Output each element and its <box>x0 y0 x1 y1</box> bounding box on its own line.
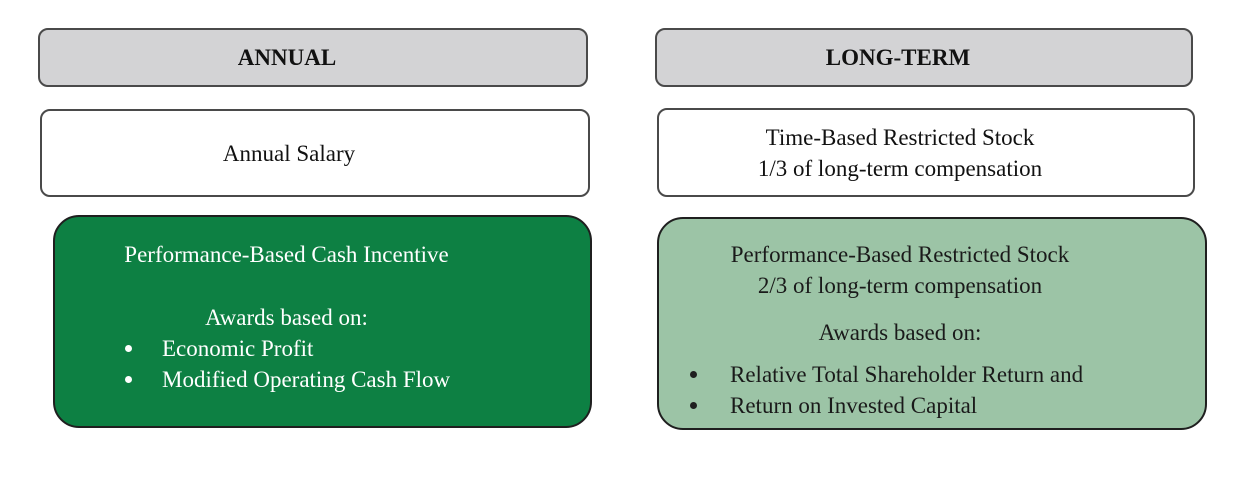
time-based-stock-box: Time-Based Restricted Stock 1/3 of long-… <box>657 108 1195 197</box>
annual-salary-label: Annual Salary <box>222 140 356 166</box>
bullet-item: Economic Profit <box>55 333 590 364</box>
cash-incentive-box: Performance-Based Cash Incentive Awards … <box>53 215 592 428</box>
long-term-header-box: LONG-TERM <box>655 28 1193 87</box>
annual-salary-box: Annual Salary <box>40 109 590 197</box>
cash-incentive-bullet-list: Economic Profit Modified Operating Cash … <box>55 333 590 395</box>
performance-stock-bullet-list: Relative Total Shareholder Return and Re… <box>659 359 1205 421</box>
bullet-item: Return on Invested Capital <box>659 390 1205 421</box>
bullet-item: Modified Operating Cash Flow <box>55 364 590 395</box>
long-term-header-label: LONG-TERM <box>825 44 971 70</box>
annual-header-label: ANNUAL <box>237 44 337 70</box>
cash-incentive-title: Performance-Based Cash Incentive <box>124 242 449 267</box>
performance-stock-title-line2: 2/3 of long-term compensation <box>757 273 1043 298</box>
performance-stock-title-line1: Performance-Based Restricted Stock <box>730 242 1070 267</box>
performance-stock-awards-label: Awards based on: <box>818 320 982 345</box>
bullet-item: Relative Total Shareholder Return and <box>659 359 1205 390</box>
time-based-stock-line1: Time-Based Restricted Stock <box>765 124 1035 150</box>
annual-header-box: ANNUAL <box>38 28 588 87</box>
time-based-stock-line2: 1/3 of long-term compensation <box>757 155 1043 181</box>
cash-incentive-awards-label: Awards based on: <box>205 305 368 330</box>
performance-stock-box: Performance-Based Restricted Stock 2/3 o… <box>657 217 1207 430</box>
performance-stock-title: Performance-Based Restricted Stock 2/3 o… <box>659 239 1205 301</box>
